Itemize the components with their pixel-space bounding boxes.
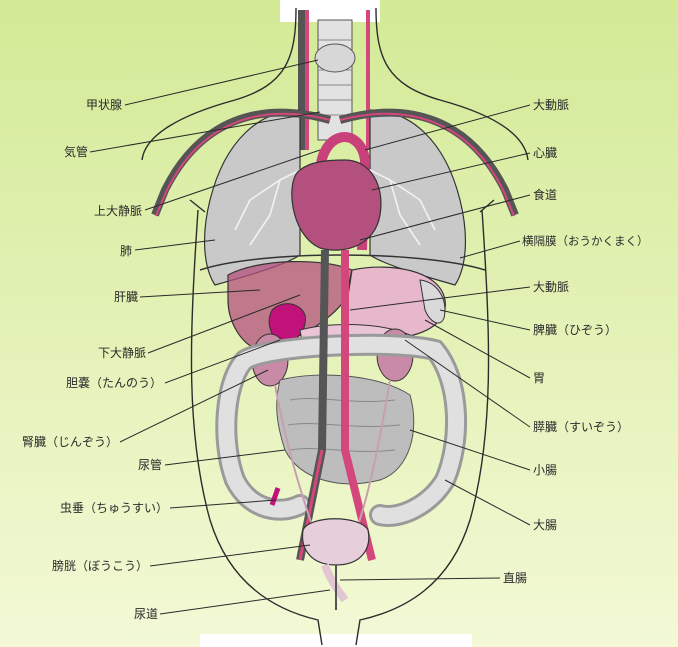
label-thyroid: 甲状腺 <box>70 98 122 112</box>
label-gallbladder: 胆嚢（たんのう） <box>40 376 162 390</box>
label-rectum: 直腸 <box>503 571 527 585</box>
label-kidney: 腎臓（じんぞう） <box>2 435 118 449</box>
top-white-band <box>280 0 380 22</box>
label-ureter: 尿管 <box>120 458 162 472</box>
label-aorta-lower: 大動脈 <box>533 280 569 294</box>
label-heart: 心臓 <box>533 146 557 160</box>
label-inferior-vena-cava: 下大静脈 <box>70 346 146 360</box>
heart <box>292 160 381 250</box>
bottom-white-band <box>200 634 472 647</box>
label-small-intestine: 小腸 <box>533 463 557 477</box>
label-liver: 肝臓 <box>88 290 138 304</box>
label-spleen: 脾臓（ひぞう） <box>533 323 617 337</box>
thyroid <box>315 44 355 72</box>
label-pancreas: 膵臓（すいぞう） <box>533 420 629 434</box>
label-trachea: 気管 <box>40 145 88 159</box>
label-stomach: 胃 <box>533 371 545 385</box>
label-aorta-upper: 大動脈 <box>533 98 569 112</box>
label-bladder: 膀胱（ぼうこう） <box>20 559 148 573</box>
bladder <box>303 519 369 565</box>
label-urethra: 尿道 <box>100 607 158 621</box>
label-lung: 肺 <box>100 244 132 258</box>
label-esophagus: 食道 <box>533 188 557 202</box>
label-large-intestine: 大腸 <box>533 518 557 532</box>
label-appendix: 虫垂（ちゅうすい） <box>10 501 168 515</box>
label-superior-vena-cava: 上大静脈 <box>70 204 142 218</box>
label-diaphragm: 横隔膜（おうかくまく） <box>522 234 649 248</box>
